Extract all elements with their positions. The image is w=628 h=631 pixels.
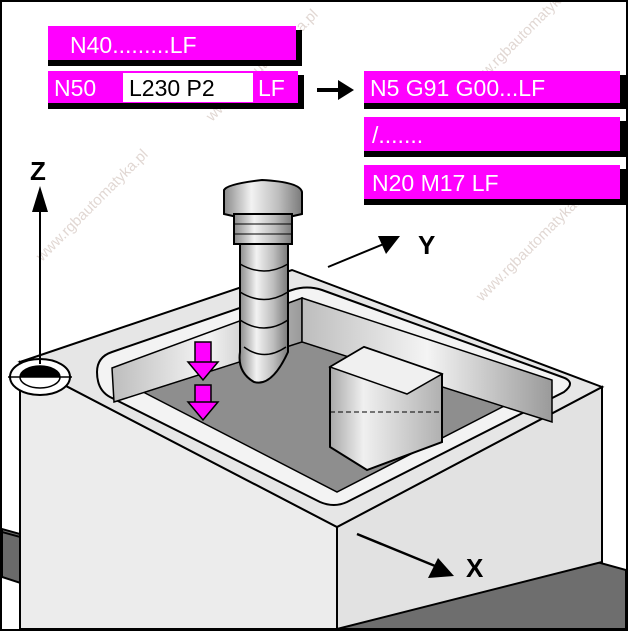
block-n50-call: L230 P2 (129, 75, 215, 101)
origin-symbol-icon (8, 359, 72, 395)
subroutine-block-mid-text: /....... (372, 122, 423, 148)
subroutine-call-arrow-icon (317, 80, 354, 100)
watermark-text: www.rgbautomatyka.pl (32, 146, 151, 265)
z-axis-label: Z (30, 156, 46, 186)
block-n40: N40.........LF (48, 26, 302, 66)
subroutine-block-last: N20 M17 LF (364, 165, 626, 205)
block-n50: N50 L230 P2 LF (48, 71, 304, 109)
block-n50-number: N50 (54, 75, 96, 101)
x-axis-label: X (466, 553, 484, 583)
subroutine-block-mid: /....... (364, 117, 626, 157)
subroutine-block-first: N5 G91 G00...LF (364, 71, 626, 109)
block-n50-lf: LF (258, 75, 285, 101)
subroutine-block-first-text: N5 G91 G00...LF (370, 75, 545, 101)
y-axis: Y (328, 230, 435, 267)
y-axis-label: Y (418, 230, 435, 260)
block-n40-text: N40.........LF (70, 32, 197, 58)
subroutine-block-last-text: N20 M17 LF (372, 170, 499, 196)
